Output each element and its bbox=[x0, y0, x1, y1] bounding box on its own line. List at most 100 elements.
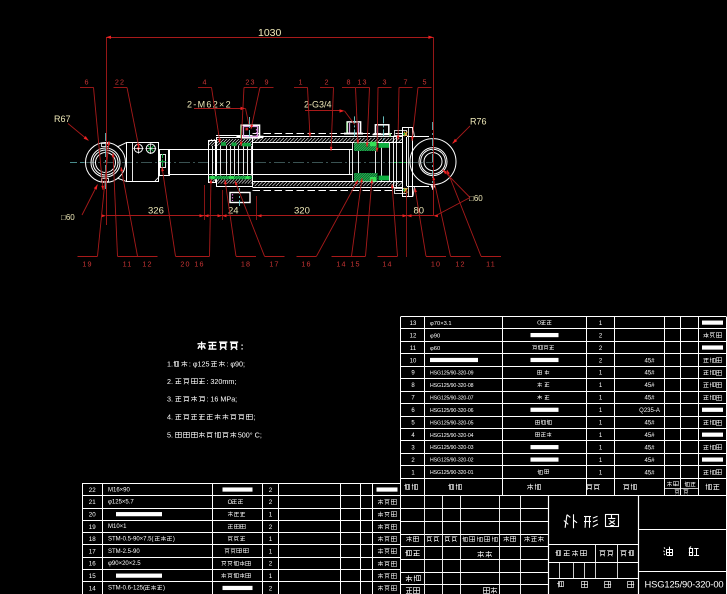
svg-text:12: 12 bbox=[455, 259, 465, 268]
svg-text:11: 11 bbox=[123, 259, 133, 268]
svg-text:45#: 45# bbox=[644, 383, 655, 389]
svg-text:2: 2 bbox=[269, 499, 273, 506]
svg-text:326: 326 bbox=[148, 206, 164, 217]
svg-text:2: 2 bbox=[269, 487, 273, 494]
svg-text:11: 11 bbox=[486, 259, 496, 268]
svg-text:12: 12 bbox=[410, 333, 417, 339]
svg-text:20: 20 bbox=[180, 259, 190, 268]
svg-text:5.: 5. bbox=[167, 430, 173, 439]
svg-text:17: 17 bbox=[269, 259, 279, 268]
svg-text:10: 10 bbox=[431, 259, 441, 268]
svg-text:9: 9 bbox=[411, 371, 415, 377]
svg-text:22: 22 bbox=[89, 487, 96, 494]
svg-text:19: 19 bbox=[89, 524, 96, 531]
svg-text:500° C;: 500° C; bbox=[238, 430, 262, 439]
svg-text:45#: 45# bbox=[644, 433, 655, 439]
svg-text:9: 9 bbox=[265, 78, 269, 87]
svg-text:13: 13 bbox=[410, 321, 417, 327]
svg-text:2-G3/4: 2-G3/4 bbox=[304, 99, 332, 109]
svg-text:: φ125: : φ125 bbox=[189, 359, 210, 368]
svg-text:STM-0.5-90×7.5(: STM-0.5-90×7.5( bbox=[108, 536, 154, 542]
svg-text:45#: 45# bbox=[644, 445, 655, 451]
svg-text:16: 16 bbox=[194, 259, 204, 268]
svg-text:2: 2 bbox=[599, 358, 603, 364]
svg-text:M16×90: M16×90 bbox=[108, 487, 131, 493]
svg-text:45#: 45# bbox=[644, 421, 655, 427]
svg-text:1: 1 bbox=[599, 408, 603, 414]
svg-text:16: 16 bbox=[89, 561, 96, 568]
svg-text:: φ90;: : φ90; bbox=[226, 359, 245, 368]
svg-text:HSG125/90-320-07: HSG125/90-320-07 bbox=[430, 395, 474, 401]
svg-text:4.: 4. bbox=[167, 412, 173, 421]
svg-text:2: 2 bbox=[599, 346, 603, 352]
svg-text:2: 2 bbox=[599, 333, 603, 339]
svg-text:45#: 45# bbox=[644, 371, 655, 377]
svg-text:: 16 MPa;: : 16 MPa; bbox=[206, 394, 237, 403]
svg-text:19: 19 bbox=[82, 259, 92, 268]
svg-text:2-M62×2: 2-M62×2 bbox=[187, 100, 232, 110]
svg-text:4: 4 bbox=[203, 78, 207, 87]
svg-text:1: 1 bbox=[269, 536, 273, 543]
svg-text:45#: 45# bbox=[644, 358, 655, 364]
svg-text:HSG125/90-320-09: HSG125/90-320-09 bbox=[430, 371, 474, 377]
svg-text:22: 22 bbox=[115, 78, 125, 87]
svg-text:11: 11 bbox=[410, 346, 417, 352]
svg-text:Q235-A: Q235-A bbox=[639, 408, 660, 414]
svg-text:13: 13 bbox=[357, 78, 367, 87]
svg-text:1.: 1. bbox=[167, 359, 173, 368]
svg-text:): ) bbox=[163, 586, 165, 592]
svg-text:HSG125/90-320-05: HSG125/90-320-05 bbox=[430, 420, 474, 426]
svg-text:6: 6 bbox=[411, 408, 415, 414]
svg-text:45#: 45# bbox=[644, 396, 655, 402]
svg-text:7: 7 bbox=[411, 396, 415, 402]
svg-text:HSG125/90-320-04: HSG125/90-320-04 bbox=[430, 433, 474, 439]
svg-text:7: 7 bbox=[404, 78, 408, 87]
svg-text:320: 320 bbox=[294, 206, 310, 217]
svg-text:16: 16 bbox=[301, 259, 311, 268]
svg-text:HSG125/90-320-01: HSG125/90-320-01 bbox=[430, 470, 474, 476]
svg-text:1: 1 bbox=[599, 383, 603, 389]
svg-text:2: 2 bbox=[411, 458, 415, 464]
svg-text:□60: □60 bbox=[469, 194, 483, 203]
svg-text:): ) bbox=[173, 536, 175, 542]
svg-text:18: 18 bbox=[89, 536, 96, 543]
svg-text:□60: □60 bbox=[61, 213, 75, 222]
svg-text:HSG125/90-320-02: HSG125/90-320-02 bbox=[430, 458, 474, 464]
svg-text:1: 1 bbox=[599, 421, 603, 427]
svg-text:10: 10 bbox=[410, 358, 417, 364]
svg-text:45#: 45# bbox=[644, 470, 655, 476]
svg-text:6: 6 bbox=[85, 78, 89, 87]
svg-text:HSG125/90-320-06: HSG125/90-320-06 bbox=[430, 408, 474, 414]
svg-text:φ90: φ90 bbox=[430, 333, 440, 339]
svg-text:R76: R76 bbox=[470, 117, 487, 127]
svg-text:23: 23 bbox=[245, 78, 255, 87]
svg-text:2: 2 bbox=[269, 585, 273, 592]
svg-text:STM-0.6-125(: STM-0.6-125( bbox=[108, 586, 145, 592]
svg-text:2.: 2. bbox=[167, 377, 173, 386]
svg-text:12: 12 bbox=[142, 259, 152, 268]
svg-text:17: 17 bbox=[89, 548, 96, 555]
svg-text:STM-2.5-90: STM-2.5-90 bbox=[108, 549, 140, 555]
svg-text:1: 1 bbox=[269, 548, 273, 555]
svg-text::: : bbox=[241, 342, 244, 353]
svg-text:15: 15 bbox=[350, 259, 360, 268]
svg-text:5: 5 bbox=[411, 421, 415, 427]
svg-text:1: 1 bbox=[411, 470, 415, 476]
svg-text:3.: 3. bbox=[167, 394, 173, 403]
svg-text:HSG125/90-320-03: HSG125/90-320-03 bbox=[430, 445, 474, 451]
svg-text:1030: 1030 bbox=[258, 27, 282, 39]
svg-text:1: 1 bbox=[599, 458, 603, 464]
svg-text:φ60: φ60 bbox=[430, 346, 440, 352]
svg-text:1: 1 bbox=[599, 433, 603, 439]
svg-text:O: O bbox=[537, 320, 542, 326]
svg-text:φ70×3.1: φ70×3.1 bbox=[430, 321, 452, 327]
svg-text:φ125×5.7: φ125×5.7 bbox=[108, 500, 134, 506]
svg-text:14: 14 bbox=[336, 259, 346, 268]
svg-text:HSG125/90-320-00: HSG125/90-320-00 bbox=[645, 579, 724, 590]
svg-text:2: 2 bbox=[269, 524, 273, 531]
svg-text:18: 18 bbox=[241, 259, 251, 268]
svg-text:45#: 45# bbox=[644, 458, 655, 464]
svg-text:15: 15 bbox=[89, 573, 96, 580]
svg-text:21: 21 bbox=[89, 499, 96, 506]
svg-text:3: 3 bbox=[411, 445, 415, 451]
